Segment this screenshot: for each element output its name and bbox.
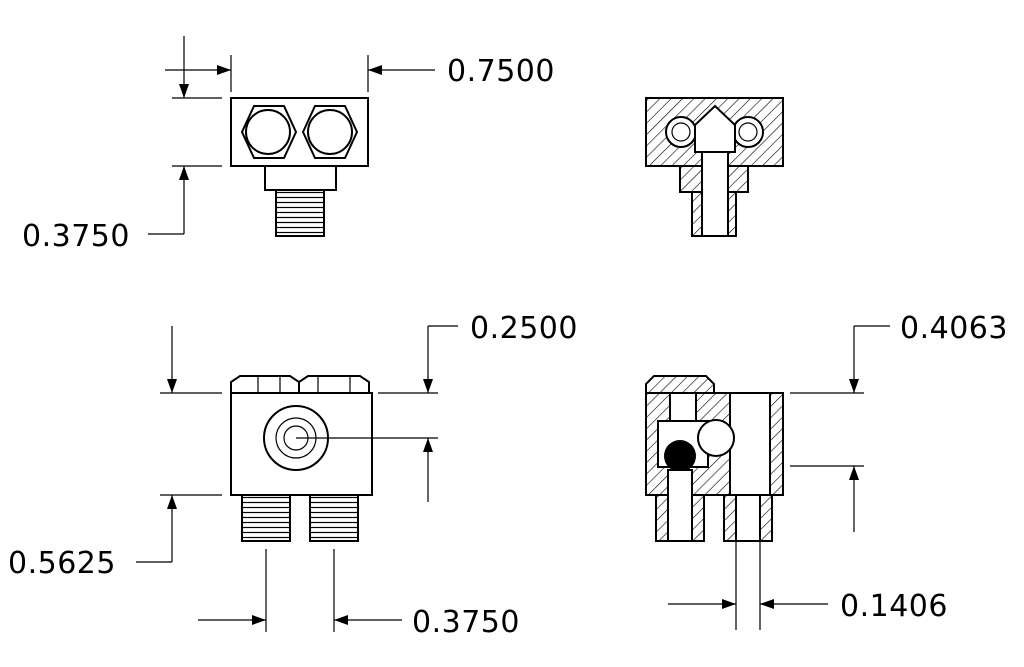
section-cone (694, 104, 736, 153)
top-view (230, 97, 369, 237)
dim-top-height: 0.3750 (22, 36, 222, 254)
dim-section-bore: 0.1406 (668, 541, 948, 630)
section-view-top (645, 97, 784, 237)
front-nut-right (298, 375, 370, 394)
dim-front-top: 0.2500 (160, 311, 578, 502)
section-view-bottom (645, 375, 784, 542)
section-hole-left (665, 116, 697, 148)
dim-top-width: 0.7500 (165, 54, 555, 92)
dim-label-section-height: 0.4063 (900, 311, 1008, 346)
front-thread-right (309, 494, 359, 542)
dim-section-height: 0.4063 (790, 311, 1008, 532)
dim-label-front-spacing: 0.3750 (412, 605, 520, 640)
check-ball-light (697, 419, 735, 457)
top-thread (275, 189, 325, 237)
dim-label-top-height: 0.3750 (22, 219, 130, 254)
check-ball-dark (664, 440, 696, 472)
dim-label-top-width: 0.7500 (447, 54, 555, 89)
dim-front-height: 0.5625 (8, 494, 222, 581)
top-circle-left (245, 109, 291, 155)
section-nut (645, 375, 715, 394)
dim-label-section-bore: 0.1406 (840, 589, 948, 624)
dim-front-spacing: 0.3750 (198, 549, 520, 640)
section-bore-right (729, 392, 771, 496)
section-hole-right (732, 116, 764, 148)
section-bore-top (701, 151, 729, 237)
front-thread-left (241, 494, 291, 542)
front-nut-left (230, 375, 300, 394)
front-view (230, 375, 373, 542)
top-neck (264, 165, 337, 191)
dim-label-front-height: 0.5625 (8, 546, 116, 581)
top-circle-right (307, 109, 353, 155)
dim-label-front-top: 0.2500 (470, 311, 578, 346)
